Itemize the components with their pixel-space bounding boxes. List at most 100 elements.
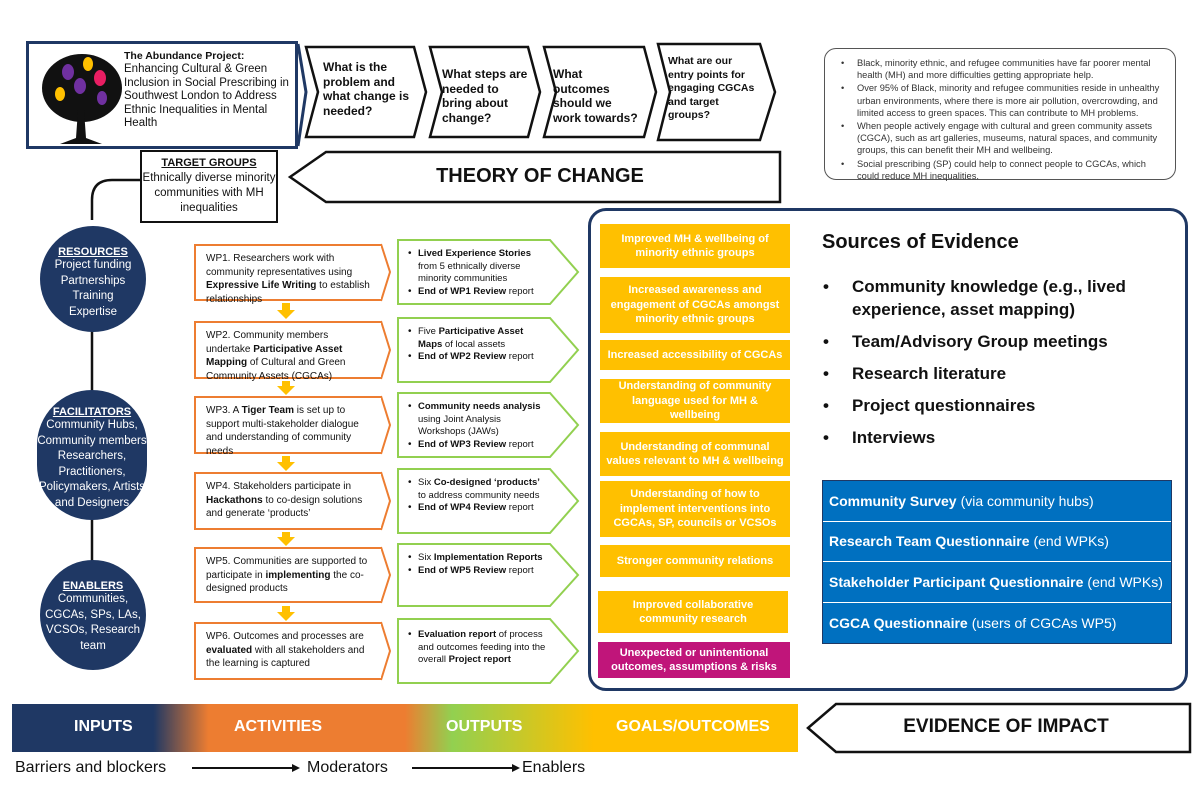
output-2: Five Participative Asset Maps of local a… xyxy=(398,321,548,364)
survey-table: Community Survey(via community hubs) Res… xyxy=(822,480,1172,644)
resources-item: Expertise xyxy=(69,305,117,318)
question-4: What are our entry points for engaging C… xyxy=(668,55,755,121)
question-arrow-4 xyxy=(656,42,777,142)
output-item: Community needs analysis using Joint Ana… xyxy=(408,401,546,439)
enablers-item: VCSOs, Research xyxy=(46,624,140,636)
wp-text: WP1. Researchers work with community rep… xyxy=(206,253,353,278)
evidence-panel xyxy=(588,208,1188,691)
facilitators-item: Community Hubs, xyxy=(46,419,138,431)
wp-method: Expressive Life Writing xyxy=(206,280,317,291)
wp-text: to establish relationships xyxy=(206,280,370,305)
question-arrow-2 xyxy=(428,45,542,139)
work-package-5: WP5. Communities are supported to partic… xyxy=(194,547,381,603)
output-4: Six Co-designed ‘products’ to address co… xyxy=(398,472,548,515)
work-package-3: WP3. A Tiger Team is set up to support m… xyxy=(194,396,381,457)
wp-text: WP3. A xyxy=(206,405,242,416)
theory-of-change-label: THEORY OF CHANGE xyxy=(436,165,644,187)
wp-method: Tiger Team xyxy=(241,405,295,416)
evidence-source: Interviews xyxy=(820,426,1170,449)
sources-of-evidence-title: Sources of Evidence xyxy=(822,231,1019,253)
output-item: Five Participative Asset Maps of local a… xyxy=(408,326,546,351)
facilitators-item: Practitioners, xyxy=(58,465,126,478)
work-package-6: WP6. Outcomes and processes are evaluate… xyxy=(194,622,381,680)
question-2: What steps are needed to bring about cha… xyxy=(442,67,528,125)
resources-item: Partnerships xyxy=(60,274,126,287)
facilitators-title: FACILITATORS xyxy=(52,406,132,418)
enablers-item: Communities, xyxy=(57,593,129,605)
output-item: Six Implementation Reports xyxy=(408,552,546,565)
wp-text: of Cultural and Green Community Assets (… xyxy=(206,357,346,382)
wp-text: is set up to support multi-stakeholder d… xyxy=(206,405,359,457)
project-title: The Abundance Project: xyxy=(124,50,245,62)
question-arrow-3 xyxy=(542,45,658,139)
output-item: End of WP3 Review report xyxy=(408,439,546,452)
output-item: Evaluation report of process and outcome… xyxy=(408,629,546,667)
output-3: Community needs analysis using Joint Ana… xyxy=(398,396,548,451)
facilitators-item: and Designers xyxy=(54,496,130,509)
evidence-source: Team/Advisory Group meetings xyxy=(820,330,1170,353)
wp-method: evaluated xyxy=(206,644,253,656)
survey-row: Community Survey(via community hubs) xyxy=(823,481,1171,522)
problem-point: Black, minority ethnic, and refugee comm… xyxy=(839,57,1163,81)
work-package-1: WP1. Researchers work with community rep… xyxy=(194,244,381,305)
target-groups-box: TARGET GROUPS Ethnically diverse minorit… xyxy=(140,150,278,223)
moderators-label: Moderators xyxy=(307,759,388,776)
question-arrow-1 xyxy=(304,45,428,139)
problem-point: Over 95% of Black, minority and refugee … xyxy=(839,82,1163,119)
goal-box: Understanding of communal values relevan… xyxy=(600,432,790,476)
wp-text: with all stakeholders and the learning i… xyxy=(206,644,365,670)
wp-text: to co-design solutions and generate ‘pro… xyxy=(206,494,363,520)
survey-row: Stakeholder Participant Questionnaire(en… xyxy=(823,562,1171,603)
facilitators-item: Policymakers, Artists xyxy=(38,481,146,493)
evidence-source-list: Community knowledge (e.g., lived experie… xyxy=(820,275,1170,458)
output-item: End of WP2 Review report xyxy=(408,351,546,364)
question-3: What outcomes should we work towards? xyxy=(553,67,638,125)
goal-box: Increased awareness and engagement of CG… xyxy=(600,277,790,333)
evidence-source: Project questionnaires xyxy=(820,394,1170,417)
target-connector-top xyxy=(90,178,140,220)
evidence-source: Research literature xyxy=(820,362,1170,385)
work-package-4: WP4. Stakeholders participate in Hackath… xyxy=(194,472,381,530)
enablers-label: Enablers xyxy=(522,759,586,776)
enablers-title: ENABLERS xyxy=(62,580,124,592)
output-item: End of WP1 Review report xyxy=(408,286,546,299)
theory-arrow xyxy=(287,150,782,204)
problem-statement-box: Black, minority ethnic, and refugee comm… xyxy=(824,48,1176,182)
facilitators-circle: FACILITATORS Community Hubs, Community m… xyxy=(37,390,147,520)
barriers-label: Barriers and blockers xyxy=(15,759,167,776)
wp-text: the co-designed products xyxy=(206,569,364,595)
stage-goals: GOALS/OUTCOMES xyxy=(616,718,770,735)
wp-text: WP6. Outcomes and processes are xyxy=(206,631,364,642)
survey-row: Research Team Questionnaire(end WPKs) xyxy=(823,521,1171,562)
output-6: Evaluation report of process and outcome… xyxy=(398,624,548,667)
enablers-item: CGCAs, SPs, LAs, xyxy=(45,608,141,621)
risks-box: Unexpected or unintentional outcomes, as… xyxy=(598,642,790,678)
project-subtitle: Enhancing Cultural & Green Inclusion in … xyxy=(124,63,289,129)
output-item: Six Co-designed ‘products’ to address co… xyxy=(408,477,546,502)
wp-text: WP4. Stakeholders participate in xyxy=(206,481,352,492)
evidence-of-impact-label: EVIDENCE OF IMPACT xyxy=(903,716,1109,737)
facilitators-item: Researchers, xyxy=(57,450,127,462)
enablers-item: team xyxy=(80,639,106,652)
output-item: End of WP5 Review report xyxy=(408,565,546,578)
wp-method: Participative Asset Mapping xyxy=(206,343,343,369)
wp-text: WP2. Community members undertake xyxy=(206,330,329,355)
output-item: Lived Experience Stories from 5 ethnical… xyxy=(408,248,546,286)
resources-item: Project funding xyxy=(54,259,132,271)
wp-method: implementing xyxy=(265,569,331,581)
stage-outputs: OUTPUTS xyxy=(446,718,523,735)
stage-band xyxy=(12,704,798,752)
target-groups-body: Ethnically diverse minority communities … xyxy=(142,172,276,214)
problem-point: Social prescribing (SP) could help to co… xyxy=(839,158,1163,182)
goal-box: Understanding of community language used… xyxy=(600,379,790,423)
evidence-impact-arrow xyxy=(806,702,1192,754)
resources-title: RESOURCES xyxy=(58,246,128,258)
output-1: Lived Experience Stories from 5 ethnical… xyxy=(398,243,548,298)
resources-circle: RESOURCES Project funding Partnerships T… xyxy=(40,226,146,332)
output-5: Six Implementation Reports End of WP5 Re… xyxy=(398,547,548,577)
resources-item: Training xyxy=(72,290,114,302)
question-1: What is the problem and what change is n… xyxy=(323,60,410,118)
goal-box: Stronger community relations xyxy=(600,545,790,577)
work-package-2: WP2. Community members undertake Partici… xyxy=(194,321,381,382)
goal-box: Increased accessibility of CGCAs xyxy=(600,340,790,370)
